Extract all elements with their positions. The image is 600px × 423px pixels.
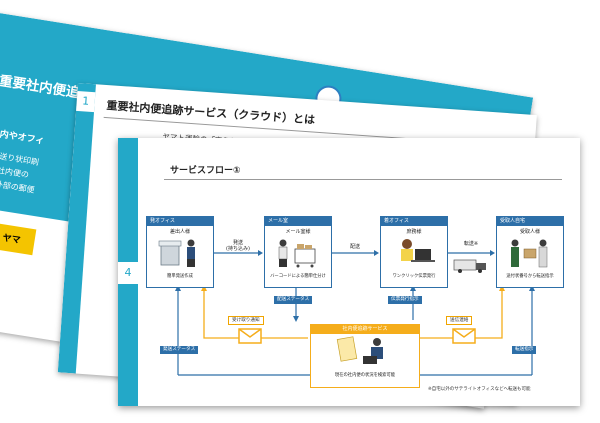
orange-line-left xyxy=(203,287,308,339)
arrow-head xyxy=(201,285,207,291)
center-header: 社内便追跡サービス xyxy=(311,325,419,334)
pill-forward-instruction: 転送指示 xyxy=(512,346,537,354)
arrow-head xyxy=(293,316,299,322)
woman-laptop-icon xyxy=(401,239,435,262)
arrow-head xyxy=(175,285,181,291)
title-divider xyxy=(164,179,562,180)
arrow-head xyxy=(258,250,263,256)
card-caption: 簡単発送作成 xyxy=(167,274,193,279)
copier-person-icon xyxy=(158,239,195,267)
slide-title: 重要社内便追跡サービス（クラウド）とは xyxy=(106,99,316,127)
center-caption: 現在の社内便の状況を検索可能 xyxy=(334,373,396,378)
card-role: メール室様 xyxy=(285,229,311,235)
package-handoff-icon xyxy=(511,239,548,268)
card-role: 受取人様 xyxy=(519,229,540,235)
card-mailroom[interactable]: メール室 メール室様 バーコードによる簡単仕分け xyxy=(264,216,332,288)
card-header: 着オフィス xyxy=(381,217,447,226)
scanner-cart-icon xyxy=(278,239,316,268)
card-header: 発オフィス xyxy=(147,217,213,226)
arrow-label-dispatch: 発送 (持ち込み) xyxy=(226,240,250,252)
arrow-head xyxy=(499,285,505,291)
arrow-head xyxy=(529,285,535,291)
envelope-icon xyxy=(452,328,476,344)
logo-text: ヤマ xyxy=(1,233,22,247)
slide-number: 4 xyxy=(118,262,138,284)
pill-send-notice: 送信連絡 xyxy=(446,316,473,325)
envelope-icon xyxy=(238,328,262,344)
arrow-head xyxy=(374,250,379,256)
arrow-label-forward: 転送※ xyxy=(463,241,479,247)
arrow-label-delivery: 配送 xyxy=(349,244,360,250)
card-role: 差出人様 xyxy=(169,229,190,235)
slide-title: サービスフロー① xyxy=(170,166,241,176)
slide-number: 1 xyxy=(76,90,96,113)
center-service-box[interactable]: 社内便追跡サービス 現在の社内便の状況を検索可能 xyxy=(310,324,420,388)
card-office[interactable]: 着オフィス 庶務様 ワンクリック伝票発行 xyxy=(380,216,448,288)
pill-delivery-status: 配送ステータス xyxy=(274,296,313,304)
orange-line-right xyxy=(418,287,503,339)
front-slide[interactable]: 4 サービスフロー① 発オフィス 差出人様 xyxy=(118,138,580,406)
footnote: ※自宅以外のサテライトオフィスなどへ転送も可能 xyxy=(428,387,531,392)
card-sender[interactable]: 発オフィス 差出人様 簡単発送作成 xyxy=(146,216,214,288)
bullet-list: 送り状印刷 社内便の 外部の郵便 xyxy=(0,148,40,198)
document-person-icon xyxy=(336,336,383,364)
card-caption: 送付状番号から転送指示 xyxy=(506,274,554,279)
card-header: メール室 xyxy=(265,217,331,226)
card-header: 受取人自宅 xyxy=(497,217,563,226)
pill-send-status: 発送ステータス xyxy=(160,346,199,354)
pill-slip-issue: 伝票発行指示 xyxy=(388,296,422,304)
card-role: 庶務様 xyxy=(406,229,422,235)
card-caption: ワンクリック伝票発行 xyxy=(392,274,436,279)
pill-receipt-notice: 受け取り通知 xyxy=(228,316,264,325)
arrow-head xyxy=(410,285,416,291)
card-caption: バーコードによる簡単仕分け xyxy=(270,274,326,279)
arrow-head xyxy=(490,250,495,256)
card-recipient[interactable]: 受取人自宅 受取人様 送付状番号から転送指示 xyxy=(496,216,564,288)
truck-icon xyxy=(453,259,486,273)
